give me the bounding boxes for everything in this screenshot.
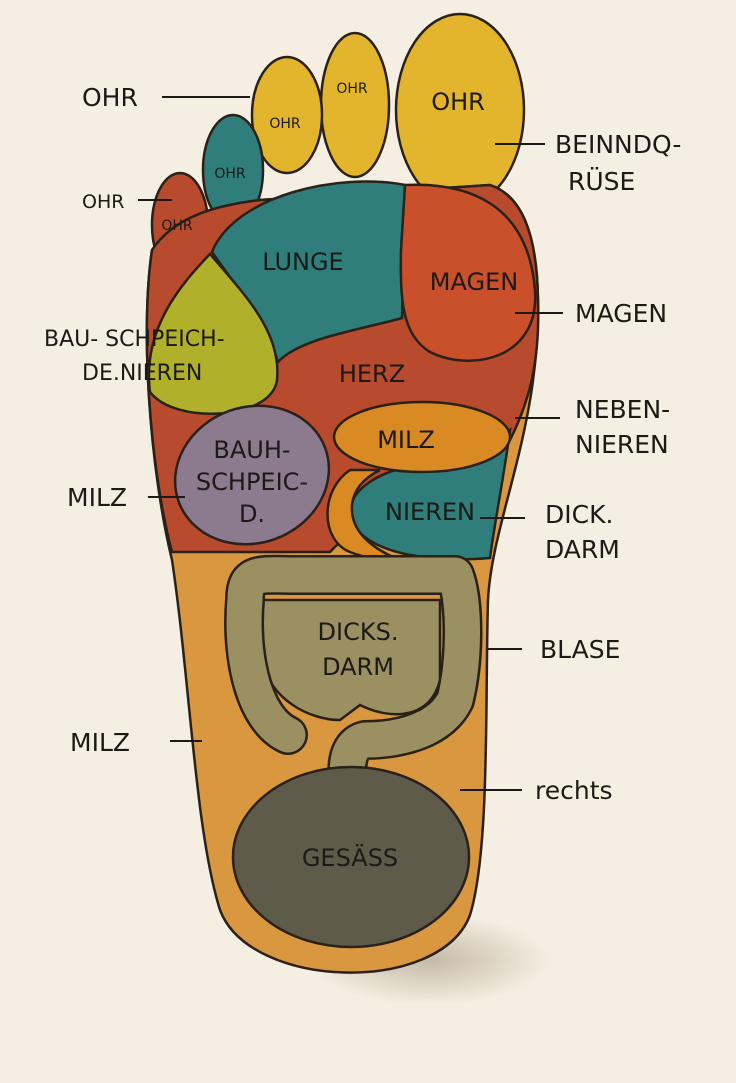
label-gesaess: GESÄSS [302,843,398,872]
intestine-colon-fill [226,557,480,818]
label-magen: MAGEN [430,268,518,296]
callout-beinndruese-2: RÜSE [568,167,635,196]
callout-dickdarm-2: DARM [545,535,620,564]
label-bauch-2: SCHPEIC- [196,468,308,496]
label-nieren: NIEREN [385,498,475,526]
toe-label-little: OHR [161,218,193,234]
callout-nebennieren-1: NEBEN- [575,395,670,424]
toe-label-third: OHR [269,116,301,132]
callout-rechts: rechts [535,776,613,805]
label-bauch-3: D. [239,500,265,528]
toe-label-fourth: OHR [214,166,246,182]
label-milz: MILZ [377,426,435,454]
label-lunge: LUNGE [262,248,343,276]
callout-milz-mid: MILZ [67,483,127,512]
callout-dickdarm-1: DICK. [545,500,613,529]
callout-magen: MAGEN [575,299,667,328]
zone-magen [399,183,537,362]
toe-label-second: OHR [336,81,368,97]
callout-bauch-1: BAU- SCHPEICH- [44,327,225,352]
callout-bauch-2: DE.NIEREN [82,361,202,386]
callout-ohr-small: OHR [82,191,124,213]
second-toe [319,31,391,179]
intestine-inner [260,598,442,722]
label-dickdarm-1: DICKS. [318,618,399,646]
callout-nebennieren-2: NIEREN [575,430,669,459]
label-dickdarm-2: DARM [322,653,394,681]
zone-bauchspeichel [173,404,331,546]
callout-ohr-top: OHR [82,83,138,112]
label-herz: HERZ [339,360,405,388]
zone-milz [332,400,512,474]
zone-gesaess [231,765,471,949]
third-toe [250,55,324,175]
callout-beinndruese-1: BEINNDQ- [555,130,681,159]
callout-blase: BLASE [540,635,620,664]
label-bauch-1: BAUH- [213,436,290,464]
callout-milz-low: MILZ [70,728,130,757]
toe-label-big: OHR [431,88,485,116]
